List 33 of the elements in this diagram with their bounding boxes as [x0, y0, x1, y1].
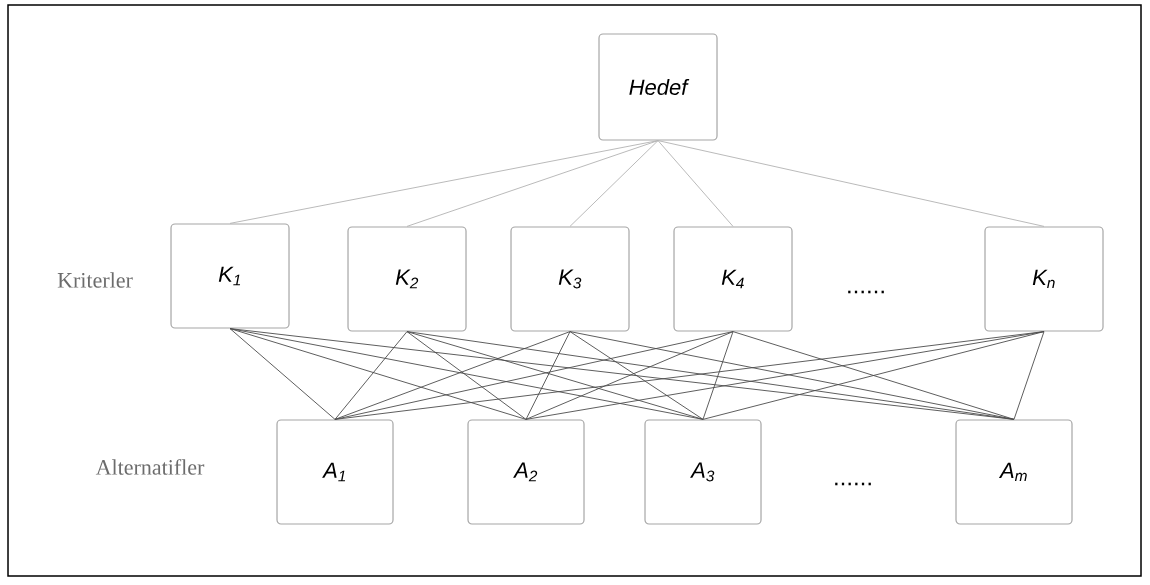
connector-line [406, 140, 659, 227]
connector-line [1013, 331, 1045, 420]
connector-line [525, 331, 734, 420]
connector-line [229, 140, 659, 224]
connector-line [229, 328, 336, 420]
node-box: A$_{m}$ [955, 419, 1073, 525]
ellipsis-dots: ...... [848, 290, 884, 294]
connector-line [569, 140, 659, 227]
node-box: A$_{1}$ [276, 419, 394, 525]
connector-line [657, 140, 1045, 227]
ellipsis-dots: ...... [835, 482, 871, 486]
connector-line [732, 331, 1015, 420]
connector-line [334, 331, 734, 420]
connector-line [406, 331, 527, 420]
node-box: K$_{1}$ [170, 223, 290, 329]
node-box: K$_{3}$ [510, 226, 630, 332]
level-label: Alternatifler [95, 459, 205, 475]
node-box: K$_{2}$ [347, 226, 467, 332]
connector-line [702, 331, 734, 420]
node-box: K$_{4}$ [673, 226, 793, 332]
connector-line [702, 331, 1045, 420]
node-box: K$_{n}$ [984, 226, 1104, 332]
connector-line [525, 331, 571, 420]
connector-line [569, 331, 704, 420]
level-label: Kriterler [57, 272, 133, 288]
connector-line [334, 331, 571, 420]
connector-line [229, 328, 704, 420]
node-box: Hedef [598, 33, 718, 141]
node-box: A$_{3}$ [644, 419, 762, 525]
node-box: A$_{2}$ [467, 419, 585, 525]
connector-line [334, 331, 408, 420]
connector-line [406, 331, 704, 420]
connector-line [657, 140, 734, 227]
